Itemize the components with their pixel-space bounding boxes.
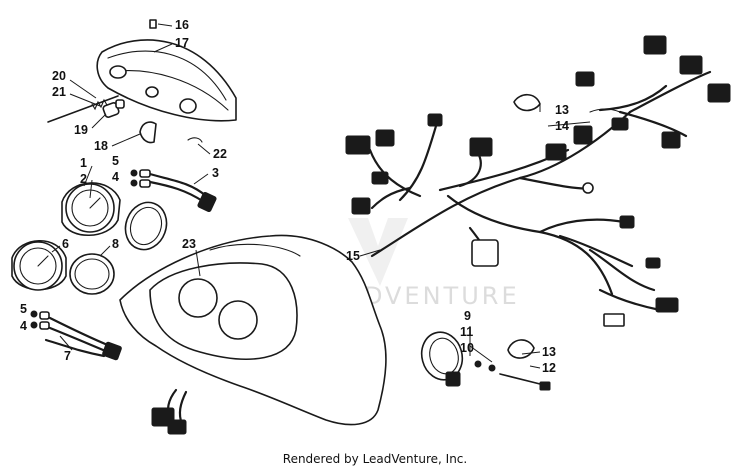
footer-credit: Rendered by LeadVenture, Inc.	[282, 452, 468, 466]
callout-15: 15	[346, 249, 360, 263]
callout-16: 16	[175, 18, 189, 32]
callout-9: 9	[464, 309, 471, 323]
speedometer-gauge	[61, 182, 121, 236]
callout-11: 11	[460, 325, 473, 339]
nut	[488, 364, 496, 372]
headlight-clip	[149, 19, 157, 29]
bulb-boot	[139, 121, 157, 144]
callout-19: 19	[74, 123, 88, 137]
tachometer-gauge	[11, 239, 67, 291]
callout-5b: 5	[20, 302, 27, 316]
adjusting-screw	[47, 95, 119, 123]
retaining-clip	[187, 137, 203, 143]
bulb-socket	[102, 99, 125, 118]
washer	[474, 360, 482, 368]
dash-hood-panel	[119, 234, 387, 435]
callout-13b: 13	[542, 345, 556, 359]
callout-13a: 13	[555, 103, 569, 117]
callout-6: 6	[62, 237, 69, 251]
callout-4b: 4	[20, 319, 27, 333]
callout-8: 8	[112, 237, 119, 251]
callout-23: 23	[182, 237, 196, 251]
callout-4a: 4	[112, 170, 119, 184]
callout-2: 2	[80, 172, 87, 186]
callout-20: 20	[52, 69, 66, 83]
callouts: 16 17 20 21 19 18 22 1 2 5 4 3 6 8 23 5 …	[20, 18, 569, 375]
callout-10: 10	[460, 341, 474, 355]
auxiliary-gauge	[420, 331, 464, 387]
gauge-harness-lower	[30, 310, 122, 361]
headlight-housing	[96, 39, 237, 122]
gauge-harness-upper	[130, 169, 217, 213]
callout-18: 18	[94, 139, 108, 153]
callout-14: 14	[555, 119, 569, 133]
gauge-clamp-lower	[507, 339, 535, 359]
callout-17: 17	[175, 36, 189, 50]
leader-lines	[51, 23, 591, 369]
gauge-gasket-lower	[69, 253, 115, 295]
relay	[589, 108, 629, 131]
gauge-cable	[499, 373, 551, 391]
callout-1: 1	[80, 156, 87, 170]
main-wiring-harness	[345, 35, 731, 327]
callout-3: 3	[212, 166, 219, 180]
harness-clamp-upper	[513, 93, 541, 112]
callout-7: 7	[64, 349, 71, 363]
callout-5a: 5	[112, 154, 119, 168]
gauge-gasket-upper	[124, 201, 168, 251]
callout-21: 21	[52, 85, 66, 99]
callout-12: 12	[542, 361, 556, 375]
callout-22: 22	[213, 147, 227, 161]
